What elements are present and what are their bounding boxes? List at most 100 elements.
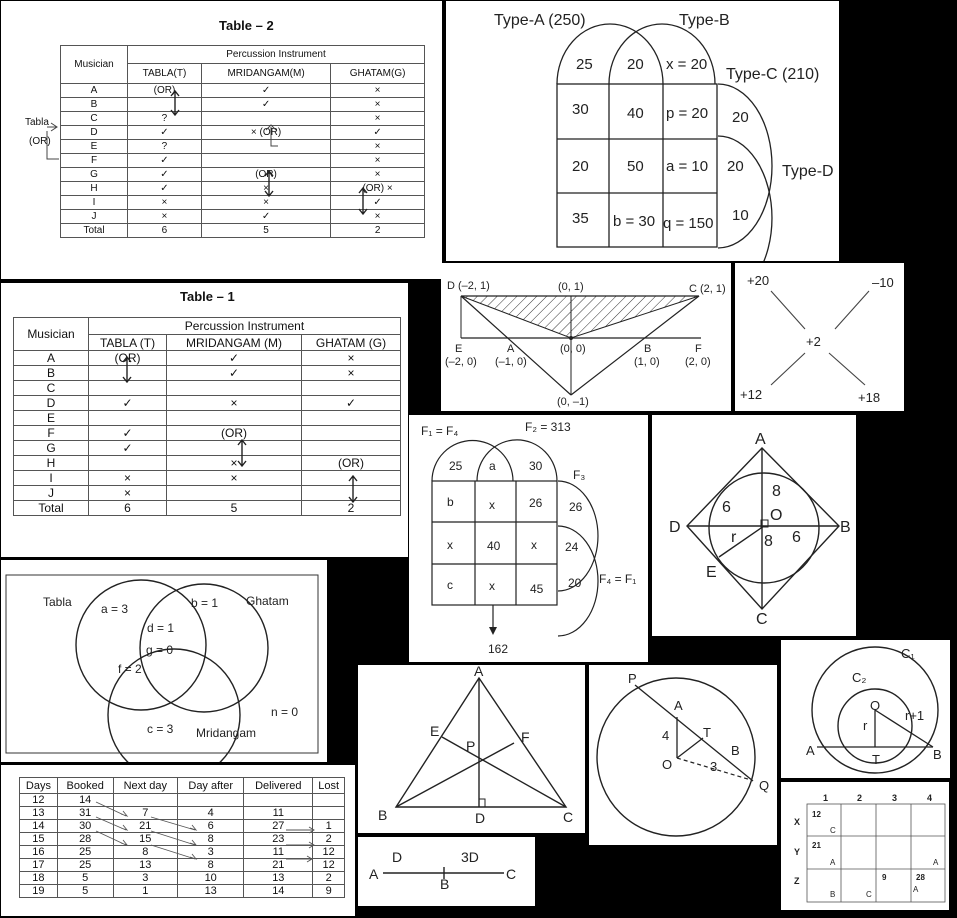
venn-f-cell: x xyxy=(531,538,537,552)
cross-tr: –10 xyxy=(872,275,894,290)
venn-type-cell: 30 xyxy=(572,101,589,118)
venn-type-cell: 35 xyxy=(572,210,589,227)
table1-arrows xyxy=(122,355,358,504)
venn-a: a = 3 xyxy=(101,602,128,616)
grid-col: 2 xyxy=(857,793,862,803)
cross-center: +2 xyxy=(806,334,821,349)
days-cell: 31 xyxy=(56,806,114,820)
days-panel: Days Booked Next day Day after Delivered… xyxy=(1,765,355,916)
venn-type-cell: 10 xyxy=(732,207,749,224)
venn-d: d = 1 xyxy=(147,621,174,635)
days-cell: 23 xyxy=(243,832,314,846)
coord-label: (–1, 0) xyxy=(495,356,527,368)
days-header: Day after xyxy=(177,777,245,794)
table2-side-label: Tabla xyxy=(25,117,49,128)
venn-music-panel: Tabla Ghatam Mridangam a = 3 b = 1 d = 1… xyxy=(1,560,327,762)
days-header: Days xyxy=(19,777,58,794)
circle-c-a: A xyxy=(806,743,815,758)
venn-f-cell: 45 xyxy=(530,582,544,596)
venn-type-cell: q = 150 xyxy=(663,215,713,232)
circle-pq-q: Q xyxy=(759,778,769,793)
circle-pq-p: P xyxy=(628,671,637,686)
days-arrows xyxy=(95,801,315,863)
days-header: Lost xyxy=(312,777,345,794)
grid-col: 3 xyxy=(892,793,897,803)
venn-f-panel: F₁ = F₄ F₂ = 313 F₃ F₄ = F₁ 25 a 30 b x … xyxy=(409,415,648,662)
venn-f-cell: 26 xyxy=(569,500,583,514)
coord-label-b: B xyxy=(644,343,651,355)
circle-c-t: T xyxy=(872,752,880,767)
grid-row: Z xyxy=(794,876,800,886)
venn-f-cell: 26 xyxy=(529,496,543,510)
venn-f-below: 162 xyxy=(488,642,508,656)
days-header: Booked xyxy=(56,777,114,794)
coord-label-d: D (–2, 1) xyxy=(447,280,490,292)
table1-cell: 2 xyxy=(300,500,402,516)
venn-f-cell: x xyxy=(489,498,495,512)
table2-cell: Total xyxy=(60,223,128,238)
table2-row: E?× xyxy=(60,139,425,154)
coord-label: (0, 0) xyxy=(560,343,586,355)
days-cell: 16 xyxy=(19,845,58,859)
rhombus-b: B xyxy=(840,519,851,536)
rhombus-e: E xyxy=(706,564,717,581)
venn-f-cell: 25 xyxy=(449,459,463,473)
circle-pq-a: A xyxy=(674,698,683,713)
days-cell: 9 xyxy=(312,884,345,898)
circle-c-o: O xyxy=(870,698,880,713)
venn-type-cell: b = 30 xyxy=(613,213,655,230)
rhombus-a: A xyxy=(755,431,766,448)
venn-types: Type-A (250) Type-B Type-C (210) Type-D … xyxy=(494,12,834,261)
grid-cell: A xyxy=(933,858,939,867)
venn-f-cell: 40 xyxy=(487,539,501,553)
days-header: Delivered xyxy=(243,777,314,794)
table2-row: D✓× (OR)✓ xyxy=(60,125,425,140)
circle-c-r: r xyxy=(863,718,868,733)
venn-music: Tabla Ghatam Mridangam a = 3 b = 1 d = 1… xyxy=(5,574,319,762)
cross-diagram: +20 –10 +2 +12 +18 xyxy=(740,273,894,405)
grid-row: X xyxy=(794,817,800,827)
grid-cell: C xyxy=(830,826,836,835)
coord-label: (–2, 0) xyxy=(445,356,477,368)
rhombus-num: 8 xyxy=(772,483,781,500)
down-arrow-icon xyxy=(489,627,497,635)
triangle-abc-d: D xyxy=(475,810,485,826)
circle-pq: P A T B O Q 4 3 xyxy=(596,671,769,837)
circle-c-r1: r+1 xyxy=(905,708,924,723)
triangle-abc-e: E xyxy=(430,723,439,739)
days-cell: 14 xyxy=(243,884,314,898)
type-d-label: Type-D xyxy=(782,163,834,180)
circle-c-b: B xyxy=(933,747,942,762)
coord-label: (2, 0) xyxy=(685,356,711,368)
venn-f-cell: 20 xyxy=(568,576,582,590)
venn-b: b = 1 xyxy=(191,596,218,610)
venn-f-f4: F₄ = F₁ xyxy=(599,572,636,586)
grid-cell: C xyxy=(866,890,872,899)
venn-type-cell: 20 xyxy=(732,109,749,126)
coord-label: (0, –1) xyxy=(557,396,589,408)
table2-row: J×✓× xyxy=(60,209,425,224)
table1-cell: 5 xyxy=(166,500,302,516)
venn-type-cell: x = 20 xyxy=(666,56,707,73)
venn-f-cell: b xyxy=(447,495,454,509)
venn-f-f2: F₂ = 313 xyxy=(525,420,571,434)
days-cell: 2 xyxy=(312,832,345,846)
venn-f-cell: 30 xyxy=(529,459,543,473)
triangle-abc-b: B xyxy=(378,807,387,823)
table1-cell: Total xyxy=(13,500,89,516)
days-cell: 5 xyxy=(56,884,114,898)
triangle-abc-panel: A B C D E F P xyxy=(358,665,585,833)
ghatam-circle xyxy=(139,583,269,713)
triangle-abc-c: C xyxy=(563,809,573,825)
type-b-label: Type-B xyxy=(679,12,730,29)
line-seg-c: C xyxy=(506,866,516,882)
days-cell: 13 xyxy=(177,884,245,898)
grid-xyz-panel: 1 2 3 4 X Y Z 12 C 21 A A B C 9 28 A xyxy=(781,782,949,910)
